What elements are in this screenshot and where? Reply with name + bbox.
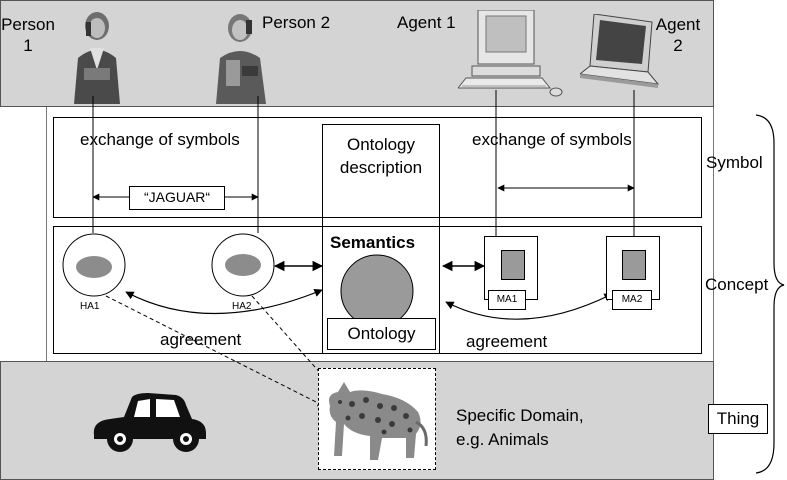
ha2-label: HA2 — [232, 301, 252, 312]
ha2-concept-circle — [211, 233, 275, 297]
ma1-label: MA1 — [496, 294, 518, 305]
car-icon — [93, 393, 206, 452]
ontology-box — [327, 318, 436, 350]
specific-domain-label: Specific Domain, e.g. Animals — [456, 406, 584, 449]
exchange-symbols-right: exchange of symbols — [472, 130, 632, 149]
ma1-label-box — [488, 290, 526, 310]
jaguar-symbol-box — [129, 186, 225, 210]
desktop-computer-icon — [458, 10, 563, 97]
ontology-column-box — [322, 124, 440, 354]
person2-figure — [216, 14, 266, 104]
ontology-description-label: Ontology description — [339, 135, 423, 177]
semantics-label: Semantics — [330, 233, 416, 252]
person1-figure — [74, 12, 120, 104]
jaguar-animal-image — [329, 382, 428, 460]
person1-label: Person 1 — [1, 15, 55, 55]
semantics-circle — [340, 254, 414, 328]
person2-label: Person 2 — [262, 13, 331, 32]
laptop-computer-icon — [580, 14, 660, 88]
thing-level-label: Thing — [716, 409, 760, 428]
symbol-level-label: Symbol — [706, 153, 763, 172]
agent2-label: Agent 2 — [655, 15, 701, 55]
exchange-symbols-left: exchange of symbols — [80, 130, 240, 149]
ha1-label: HA1 — [80, 301, 100, 312]
levels-brace — [755, 114, 785, 474]
agreement-right-label: agreement — [466, 332, 548, 351]
ma2-label: MA2 — [621, 294, 643, 305]
ma2-square — [622, 250, 646, 280]
thing-level-box — [708, 404, 768, 434]
jaguar-symbol-label: “JAGUAR“ — [143, 189, 211, 205]
concept-level-label: Concept — [705, 275, 769, 294]
ha1-concept-circle — [62, 233, 126, 297]
ma2-label-box — [612, 290, 652, 310]
agent1-label: Agent 1 — [397, 13, 456, 32]
ontology-label: Ontology — [347, 324, 416, 343]
ma1-square — [501, 250, 525, 280]
agreement-left-label: agreement — [160, 330, 242, 349]
